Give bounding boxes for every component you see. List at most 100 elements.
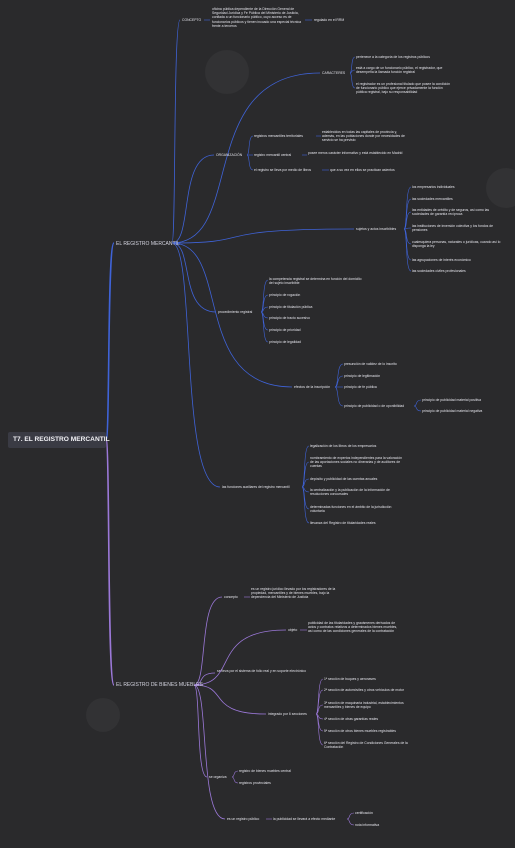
node-caracteres[interactable]: CARACTERES [322, 71, 346, 75]
branch-registro-mercantil[interactable]: EL REGISTRO MERCANTIL [116, 241, 180, 247]
efectos-publicidad[interactable]: principio de publicidad o de oponibilida… [344, 404, 405, 408]
funciones-item[interactable]: depósito y publicidad de las cuentas anu… [310, 477, 378, 481]
connector-line [413, 405, 422, 412]
efectos-item[interactable]: principio de fe pública [344, 385, 377, 389]
organizacion-item[interactable]: el registro se lleva por medio de libros [254, 168, 312, 172]
procedimiento-item[interactable]: principio de rogación [269, 293, 301, 297]
connector-line [346, 812, 355, 820]
connector-line [403, 211, 412, 230]
sujetos-item[interactable]: los empresarios individuales [412, 185, 455, 189]
caracteres-item[interactable]: está a cargo de un funcionario público, … [356, 66, 443, 75]
root-node[interactable]: T7. EL REGISTRO MERCANTIL [8, 432, 110, 448]
organizacion-item[interactable]: registros mercantiles territoriales [254, 134, 303, 138]
connector-line [193, 684, 267, 715]
procedimiento-item[interactable]: principio de legalidad [269, 340, 301, 344]
concepto-regulado[interactable]: regulado en el RRM [314, 18, 345, 22]
concepto-bm-definition[interactable]: es un registro jurídico llevado por los … [251, 587, 336, 600]
organiza-item[interactable]: registro de bienes muebles central [239, 769, 291, 773]
node-concepto[interactable]: CONCEPTO [182, 18, 202, 22]
connector-line [246, 154, 254, 171]
funciones-item[interactable]: llevanza del Registro de titularidades r… [310, 521, 376, 525]
procedimiento-item[interactable]: principio de titulación pública [269, 305, 313, 309]
sujetos-item[interactable]: las sociedades civiles profesionales [412, 269, 466, 273]
connector-line [315, 689, 324, 715]
node-sistema[interactable]: se lleva por el sistema de folio real y … [217, 669, 306, 673]
sujetos-item[interactable]: las entidades de crédito y de seguros, a… [412, 208, 490, 217]
node-secciones[interactable]: integrado por 6 secciones [268, 712, 307, 716]
procedimiento-item[interactable]: principio de tracto sucesivo [269, 316, 310, 320]
connector-line [260, 279, 269, 313]
connector-line [260, 294, 269, 313]
publicidad-item[interactable]: nota informativa [355, 823, 380, 827]
connector-line [403, 227, 412, 230]
caracteres-item[interactable]: pertenece a la categoría de los registro… [356, 55, 430, 59]
objeto-definition[interactable]: publicidad de las titularidades y gravám… [308, 621, 398, 634]
caracteres-item[interactable]: el registrador es un profesional titulad… [356, 82, 451, 95]
connector-line [171, 154, 215, 244]
publicidad-item[interactable]: certificación [355, 811, 373, 815]
connector-line [171, 242, 217, 313]
funciones-item[interactable]: determinadas funciones en el ámbito de l… [310, 505, 392, 514]
connector-line [334, 363, 344, 388]
branch-registro-bienes-muebles[interactable]: EL REGISTRO DE BIENES MUEBLES [116, 682, 203, 688]
procedimiento-item[interactable]: principio de prioridad [269, 328, 301, 332]
connector-line [105, 439, 115, 686]
connector-line [349, 56, 356, 74]
connector-line [193, 684, 208, 778]
sujetos-item[interactable]: las instituciones de inversión colectiva… [412, 224, 494, 233]
connector-line [171, 228, 355, 244]
concepto-definition[interactable]: oficina pública dependiente de la Direcc… [212, 7, 301, 28]
node-procedimiento[interactable]: procedimiento registral [218, 310, 253, 314]
funciones-item[interactable]: legalización de los libros de los empres… [310, 444, 377, 448]
connector-line [193, 684, 226, 820]
connector-line [346, 818, 355, 826]
seccion-item[interactable]: 4ª sección de otras garantías reales [324, 717, 379, 721]
connector-line [301, 478, 310, 488]
publicidad-item[interactable]: principio de publicidad material positiv… [422, 398, 481, 402]
connector-line [193, 596, 223, 686]
decorative-circle [86, 698, 120, 732]
connector-line [315, 713, 324, 746]
connector-line [403, 228, 412, 261]
connector-line [193, 629, 287, 686]
sujetos-item[interactable]: las agrupaciones de interés económico [412, 258, 471, 262]
funciones-item[interactable]: la centralización y la publicación de la… [310, 488, 390, 497]
seccion-item[interactable]: 2ª sección de automóviles y otros vehícu… [324, 688, 405, 692]
node-sujetos[interactable]: sujetos y actos inscribibles [356, 227, 397, 231]
efectos-item[interactable]: principio de legitimación [344, 374, 381, 378]
sujetos-item[interactable]: las sociedades mercantiles [412, 197, 453, 201]
seccion-item[interactable]: 3ª sección de maquinaria industrial, est… [324, 701, 404, 710]
organizacion-detail[interactable]: que a su vez en ellos se practican asien… [330, 168, 395, 172]
organizacion-item[interactable]: registro mercantil central [254, 153, 292, 157]
decorative-circle [486, 168, 515, 208]
organiza-item[interactable]: registros provinciales [239, 781, 271, 785]
procedimiento-item[interactable]: la competencia registral se determina en… [269, 277, 362, 286]
connector-line [403, 228, 412, 272]
connector-line [413, 399, 422, 407]
node-funciones[interactable]: las funciones auxiliares del registro me… [222, 485, 290, 489]
connector-line [301, 461, 310, 488]
seccion-item[interactable]: 5ª sección de otros bienes muebles regis… [324, 729, 396, 733]
node-efectos[interactable]: efectos de la inscripción [294, 385, 331, 389]
seccion-item[interactable]: 1ª sección de buques y aeronaves [324, 677, 376, 681]
publicidad-item[interactable]: principio de publicidad material negativ… [422, 409, 483, 413]
connector-line [349, 72, 356, 89]
decorative-circle [205, 50, 249, 94]
node-objeto[interactable]: objeto [288, 628, 298, 632]
node-organiza[interactable]: se organiza [209, 775, 227, 779]
connector-line [171, 19, 181, 244]
organizacion-detail[interactable]: posee meros carácter informativo y está … [308, 151, 403, 155]
seccion-item[interactable]: 6ª sección del Registro de Condiciones G… [324, 741, 408, 750]
node-concepto-bm[interactable]: concepto [224, 595, 238, 599]
funciones-item[interactable]: nombramiento de expertos independientes … [310, 456, 402, 469]
connector-line [231, 776, 239, 784]
efectos-item[interactable]: presunción de validez de lo inscrito [344, 362, 397, 366]
connector-line [334, 386, 344, 407]
sujetos-item[interactable]: cualesquiera personas, naturales o juríd… [412, 240, 501, 249]
publicidad-mediante[interactable]: la publicidad se llevará a efecto median… [273, 817, 336, 821]
connector-line [334, 375, 344, 388]
node-organizacion[interactable]: ORGANIZACIÓN [216, 153, 243, 157]
organizacion-detail[interactable]: establecidos en todas las capitales de p… [322, 130, 405, 143]
node-registro-publico[interactable]: es un registro público [227, 817, 260, 821]
